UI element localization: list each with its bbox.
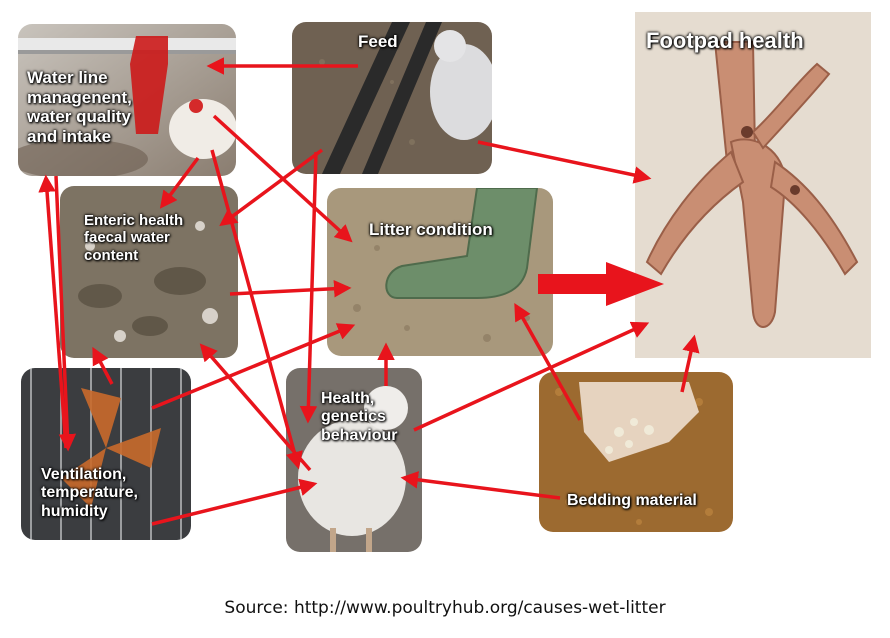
health-label: Health, genetics behaviour	[321, 390, 398, 444]
arrow-bedding-to-footpad	[680, 334, 700, 393]
feed-tile	[292, 22, 492, 174]
arrow-ventilation-to-health	[151, 478, 318, 526]
arrow-bedding-to-litter	[514, 302, 582, 421]
health-tile	[286, 368, 422, 552]
footpad-tile	[635, 12, 871, 358]
ventilation-photo	[21, 368, 191, 540]
litter-tile	[327, 188, 553, 356]
bedding-photo	[539, 372, 733, 532]
arrow-health-to-enteric	[199, 343, 312, 472]
water-line-tile	[18, 24, 236, 176]
arrow-water-to-health	[210, 149, 303, 470]
arrow-ventilation-to-enteric	[92, 346, 114, 385]
health-photo	[286, 368, 422, 552]
arrow-feed-to-enteric	[219, 148, 324, 227]
arrow-water-to-litter	[212, 114, 353, 243]
footpad-photo	[635, 12, 871, 358]
ventilation-label: Ventilation, temperature, humidity	[41, 466, 138, 520]
feed-photo	[292, 22, 492, 174]
arrow-feed-to-footpad	[477, 140, 652, 184]
enteric-photo	[60, 186, 238, 358]
main-arrow-litter-to-footpad	[538, 262, 664, 306]
arrow-ventilation-to-litter	[151, 323, 356, 410]
arrow-water-to-enteric	[159, 156, 200, 209]
arrow-bedding-to-health	[400, 471, 561, 500]
ventilation-tile	[21, 368, 191, 540]
arrow-water-to-ventilation	[54, 175, 77, 452]
arrow-health-to-footpad	[413, 321, 650, 432]
litter-photo	[327, 188, 553, 356]
bedding-label: Bedding material	[567, 492, 697, 509]
arrow-feed-to-health	[299, 151, 318, 424]
litter-label: Litter condition	[369, 220, 493, 239]
water-line-label: Water line managenent, water quality and…	[27, 68, 132, 146]
enteric-tile	[60, 186, 238, 358]
enteric-label: Enteric health faecal water content	[84, 212, 184, 264]
arrow-enteric-to-litter	[229, 279, 352, 298]
bedding-tile	[539, 372, 733, 532]
footpad-label: Footpad health	[646, 28, 804, 53]
source-caption: Source: http://www.poultryhub.org/causes…	[224, 598, 666, 618]
feed-label: Feed	[358, 32, 398, 51]
water-line-photo	[18, 24, 236, 176]
arrow-ventilation-to-water	[38, 174, 68, 449]
